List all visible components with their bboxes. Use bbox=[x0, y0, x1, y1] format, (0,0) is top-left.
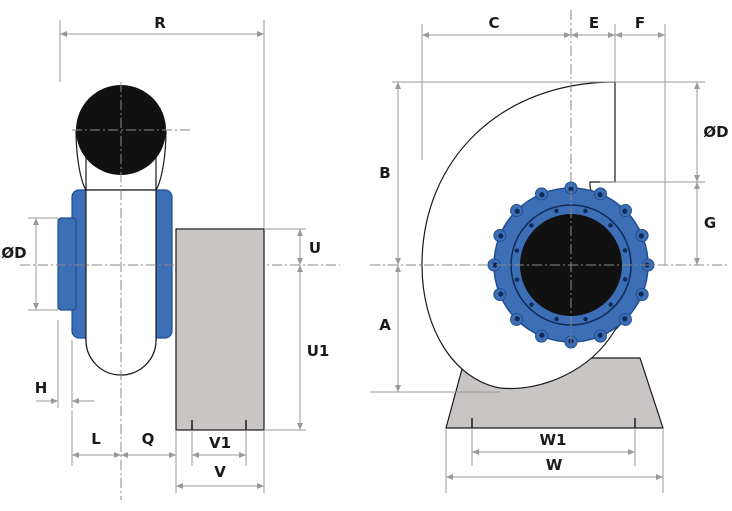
flange-bolt bbox=[492, 262, 498, 268]
inner-bolt bbox=[514, 248, 520, 253]
flange-bolt bbox=[568, 186, 574, 192]
inner-bolt bbox=[583, 316, 588, 322]
inner-bolt bbox=[529, 223, 534, 228]
label-a: A bbox=[379, 316, 391, 334]
inner-bolt bbox=[622, 248, 628, 253]
flange-bolts bbox=[487, 181, 655, 349]
motor-block bbox=[175, 228, 265, 431]
inner-bolt bbox=[554, 316, 559, 322]
flange-bolt bbox=[539, 192, 545, 198]
inner-bolt bbox=[514, 277, 520, 282]
front-view: C E F B A ØD G W1 W bbox=[370, 10, 730, 493]
label-r: R bbox=[154, 14, 166, 32]
label-u1: U1 bbox=[307, 342, 330, 360]
label-c: C bbox=[488, 14, 499, 32]
inlet-flange-side bbox=[57, 217, 77, 311]
inner-bolt bbox=[608, 223, 613, 228]
label-w1: W1 bbox=[540, 431, 567, 449]
flange-bolt bbox=[498, 291, 504, 297]
label-q: Q bbox=[142, 430, 155, 448]
label-b: B bbox=[379, 164, 390, 182]
label-u: U bbox=[309, 239, 321, 257]
inner-bolt bbox=[583, 208, 588, 214]
flange-bolt bbox=[622, 208, 628, 214]
inner-bolt bbox=[608, 302, 613, 307]
label-v1: V1 bbox=[209, 434, 231, 452]
label-f: F bbox=[635, 14, 645, 32]
label-l: L bbox=[91, 430, 101, 448]
flange-bolt bbox=[498, 233, 504, 239]
flange-bolt bbox=[622, 316, 628, 322]
flange-bolt bbox=[638, 291, 644, 297]
label-v: V bbox=[214, 463, 226, 481]
flange-bolt bbox=[597, 192, 603, 198]
inner-bolt bbox=[554, 208, 559, 214]
label-diameter-right: ØD bbox=[703, 123, 728, 141]
label-diameter-left: ØD bbox=[1, 244, 26, 262]
inner-bolt bbox=[529, 302, 534, 307]
label-w: W bbox=[546, 456, 563, 474]
label-e: E bbox=[589, 14, 599, 32]
flange-bolt bbox=[539, 332, 545, 338]
label-g: G bbox=[704, 214, 716, 232]
flange-bolt bbox=[514, 208, 520, 214]
flange-bolt bbox=[514, 316, 520, 322]
flange-bolt bbox=[638, 233, 644, 239]
side-view: R ØD U U1 bbox=[1, 14, 340, 500]
inner-bolt bbox=[622, 277, 628, 282]
flange-bolt bbox=[597, 332, 603, 338]
label-h: H bbox=[35, 379, 48, 397]
